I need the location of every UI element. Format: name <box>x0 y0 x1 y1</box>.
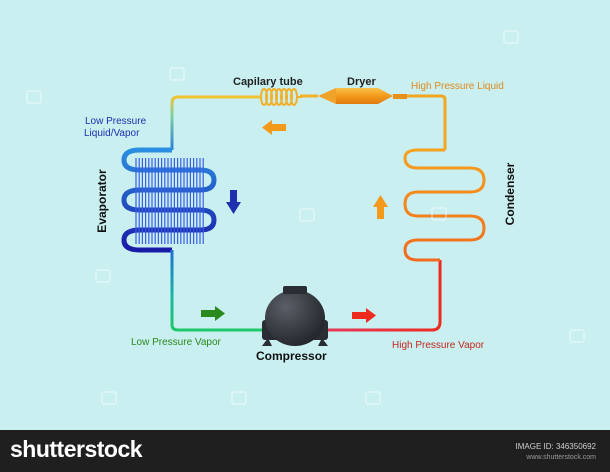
condenser-label: Condenser <box>503 162 517 226</box>
image-url-text: www.shutterstock.com <box>526 454 596 461</box>
watermark-icons <box>26 30 585 405</box>
discharge-pipe <box>328 260 442 332</box>
footer-bar: shutterstock IMAGE ID: 346350692 www.shu… <box>0 430 610 472</box>
arrow-right-red-icon <box>352 308 376 323</box>
arrow-down-blue-icon <box>226 190 241 214</box>
evaporator-label: Evaporator <box>95 169 109 233</box>
high-pressure-vapor-label: High Pressure Vapor <box>392 340 485 351</box>
dryer <box>318 88 407 104</box>
evaporator-coil <box>121 147 217 253</box>
high-pressure-liquid-label: High Pressure Liquid <box>411 81 504 92</box>
refrigeration-cycle-diagram <box>26 30 585 405</box>
capillary-tube-label: Capilary tube <box>233 76 303 88</box>
compressor-body <box>262 286 328 346</box>
arrow-up-orange-icon <box>373 195 388 219</box>
compressor-label: Compressor <box>256 349 327 363</box>
arrow-left-orange-icon <box>262 120 286 135</box>
evaporator-fins <box>135 158 204 244</box>
arrow-right-green-icon <box>201 306 225 321</box>
evaporator-outlet-pipe <box>170 250 262 332</box>
top-right-pipe <box>400 94 447 150</box>
brand-logo: shutterstock <box>10 436 143 462</box>
capillary-tube-coil <box>260 88 302 106</box>
dryer-label: Dryer <box>347 76 376 88</box>
low-pressure-liquid-vapor-label-line1: Low Pressure <box>85 116 147 127</box>
image-id-text: IMAGE ID: 346350692 <box>515 442 597 451</box>
condenser-coil <box>403 148 486 262</box>
low-pressure-vapor-label: Low Pressure Vapor <box>131 337 221 348</box>
low-pressure-liquid-vapor-label-line2: Liquid/Vapor <box>84 128 140 139</box>
capillary-to-evaporator-pipe <box>170 95 261 150</box>
